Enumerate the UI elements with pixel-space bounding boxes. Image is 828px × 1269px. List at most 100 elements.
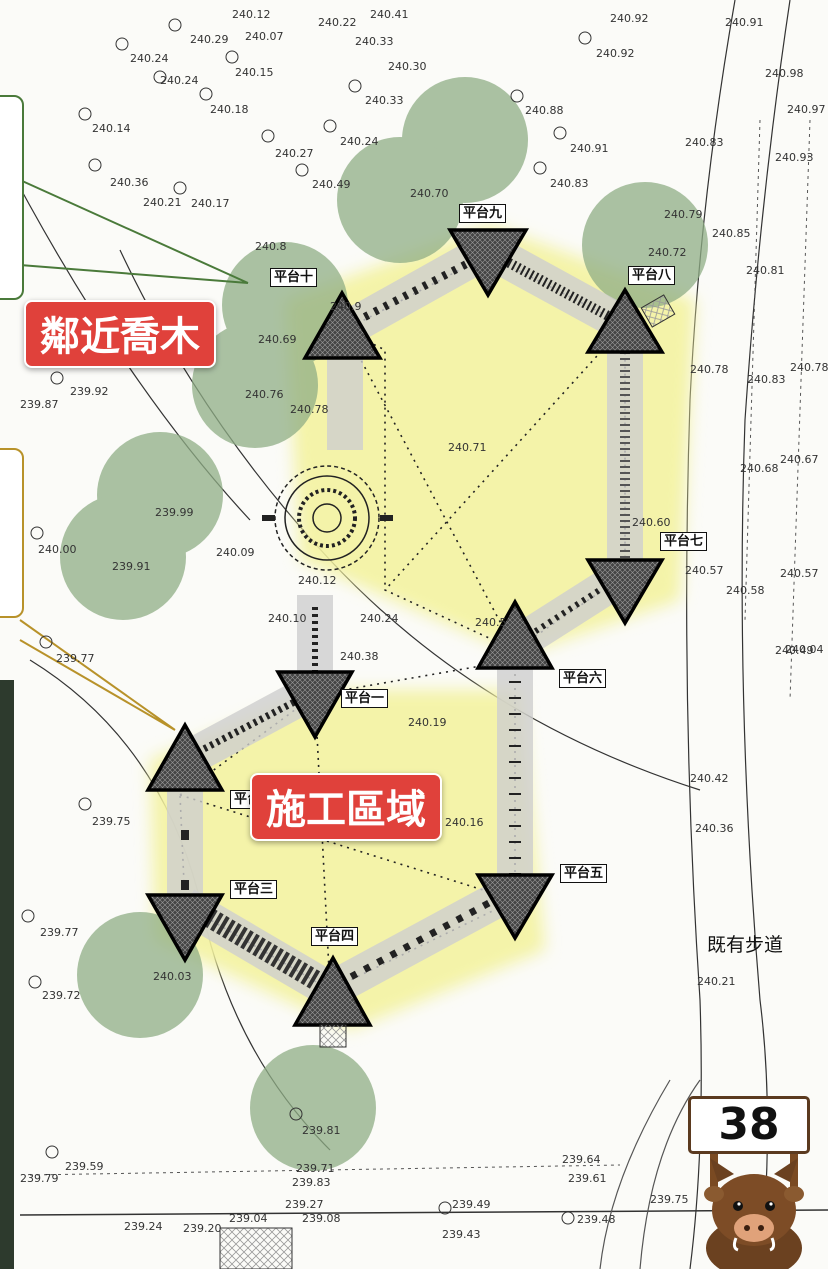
elevation-label: 240.69 — [258, 333, 297, 346]
tree-canopy — [60, 494, 186, 620]
elevation-label: 240.17 — [191, 197, 230, 210]
elevation-label: 240.72 — [648, 246, 687, 259]
platform-8-marker — [584, 286, 666, 354]
boar-mascot-icon — [704, 1152, 804, 1269]
elevation-label: 239.08 — [302, 1212, 341, 1225]
elevation-label: 239.77 — [40, 926, 79, 939]
survey-lines — [29, 119, 811, 1176]
platform-label-9: 平台九 — [459, 204, 507, 223]
elevation-label: 240.83 — [550, 177, 589, 190]
elevation-label: 240.12 — [232, 8, 271, 21]
elevation-label: 240.24 — [360, 612, 399, 625]
elevation-label: 240.18 — [210, 103, 249, 116]
platform-label-5: 平台五 — [560, 864, 608, 883]
elevation-label: 240.70 — [410, 187, 449, 200]
elevation-label: 239.75 — [650, 1193, 689, 1206]
elevation-label: 240.19 — [408, 716, 447, 729]
construction-area-badge: 施工區域 — [250, 773, 442, 841]
elevation-label: 240.78 — [790, 361, 828, 374]
platform-7-marker — [584, 558, 666, 627]
elevation-label: 239.64 — [562, 1153, 601, 1166]
platform-label-1: 平台一 — [341, 689, 389, 708]
elevation-label: 240.58 — [726, 584, 765, 597]
elevation-label: 240.24 — [160, 74, 199, 87]
elevation-label: 240.42 — [690, 772, 729, 785]
elevation-label: 240.16 — [445, 816, 484, 829]
elevation-label: 240.81 — [746, 264, 785, 277]
elevation-label: 240.78 — [290, 403, 329, 416]
elevation-label: 239.61 — [568, 1172, 607, 1185]
elevation-label: 239.77 — [56, 652, 95, 665]
elevation-label: 240.36 — [110, 176, 149, 189]
existing-trail-label: 既有步道 — [707, 934, 784, 956]
elevation-label: 240.97 — [787, 103, 826, 116]
elevation-label: 240.68 — [740, 462, 779, 475]
stair-steps — [319, 1024, 347, 1048]
platform-1-marker — [274, 670, 356, 741]
spiral-staircase — [262, 465, 393, 571]
elevation-label: 240.00 — [38, 543, 77, 556]
elevation-label: 240.49 — [312, 178, 351, 191]
platform-5-marker — [474, 873, 556, 942]
elevation-label: 239.79 — [20, 1172, 59, 1185]
elevation-label: 239.75 — [92, 815, 131, 828]
elevation-label: 240.14 — [92, 122, 131, 135]
elevation-label: 240.57 — [780, 567, 819, 580]
platform-2-marker — [144, 721, 226, 792]
elevation-label: 240.30 — [388, 60, 427, 73]
elevation-label: 240.71 — [448, 441, 487, 454]
elevation-label: 239.59 — [65, 1160, 104, 1173]
zone-callout-box — [0, 448, 24, 618]
elevation-label: 239.87 — [20, 398, 59, 411]
elevation-label: 239.49 — [452, 1198, 491, 1211]
elevation-label: 240.91 — [725, 16, 764, 29]
elevation-label: 240.83 — [685, 136, 724, 149]
elevation-label: 240.12 — [298, 574, 337, 587]
elevation-label: 240.41 — [370, 8, 409, 21]
elevation-label: 240.29 — [190, 33, 229, 46]
elevation-label: 240.9 — [330, 300, 362, 313]
elevation-label: 240.24 — [130, 52, 169, 65]
neighboring-trees-badge: 鄰近喬木 — [24, 300, 216, 368]
elevation-label: 239.91 — [112, 560, 151, 573]
tree-canopy — [77, 912, 203, 1038]
elevation-label: 240.93 — [775, 151, 814, 164]
elevation-label: 240.49 — [775, 644, 814, 657]
elevation-label: 239.72 — [42, 989, 81, 1002]
elevation-label: 240.24 — [340, 135, 379, 148]
elevation-label: 240.67 — [780, 453, 819, 466]
page-number-sign: 38 — [688, 1096, 810, 1154]
elevation-label: 240.21 — [143, 196, 182, 209]
elevation-label: 240.83 — [747, 373, 786, 386]
platform-label-4: 平台四 — [311, 927, 359, 946]
building-outline — [219, 1227, 293, 1269]
elevation-label: 240.92 — [596, 47, 635, 60]
elevation-label: 240.33 — [365, 94, 404, 107]
elevation-label: 239.27 — [285, 1198, 324, 1211]
elevation-label: 239.20 — [183, 1222, 222, 1235]
elevation-label: 239.83 — [292, 1176, 331, 1189]
elevation-label: 240.38 — [340, 650, 379, 663]
tree-canopy — [250, 1045, 376, 1171]
elevation-label: 240.5 — [475, 616, 507, 629]
elevation-label: 239.99 — [155, 506, 194, 519]
elevation-label: 240.76 — [245, 388, 284, 401]
elevation-label: 240.09 — [216, 546, 255, 559]
platform-label-6: 平台六 — [559, 669, 607, 688]
survey-points — [21, 18, 592, 1225]
elevation-label: 240.85 — [712, 227, 751, 240]
elevation-label: 239.24 — [124, 1220, 163, 1233]
elevation-label: 239.71 — [296, 1162, 335, 1175]
elevation-label: 240.04 — [785, 643, 824, 656]
elevation-label: 239.43 — [442, 1228, 481, 1241]
elevation-label: 240.33 — [355, 35, 394, 48]
elevation-label: 240.91 — [570, 142, 609, 155]
platform-label-8: 平台八 — [628, 266, 676, 285]
elevation-label: 239.92 — [70, 385, 109, 398]
elevation-label: 240.79 — [664, 208, 703, 221]
platform-label-3: 平台三 — [230, 880, 278, 899]
elevation-label: 240.27 — [275, 147, 314, 160]
platform-10-marker — [301, 289, 384, 360]
tree-canopy — [582, 182, 708, 308]
platforms — [144, 228, 666, 1027]
